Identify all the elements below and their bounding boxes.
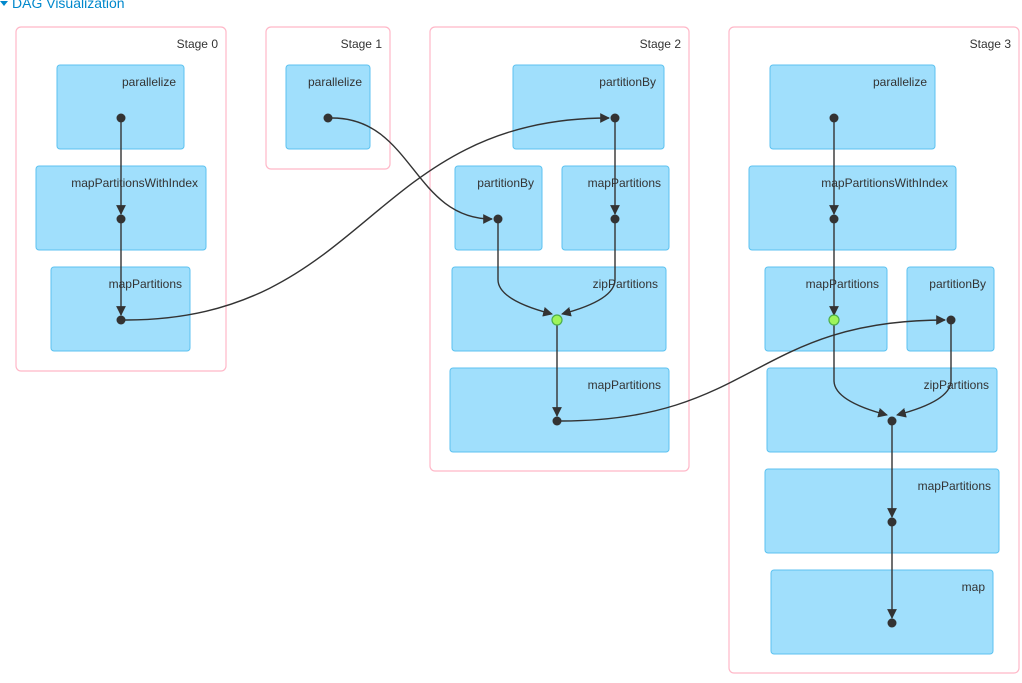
- operation-box[interactable]: [285, 64, 371, 150]
- operation-label: mapPartitions: [918, 479, 991, 493]
- operation-node[interactable]: partitionBy: [512, 64, 665, 150]
- operation-box[interactable]: [764, 468, 1000, 554]
- rdd-dot[interactable]: [116, 214, 126, 224]
- operation-node[interactable]: mapPartitions: [764, 468, 1000, 554]
- dependency-edge: [561, 223, 616, 317]
- stage-label: Stage 2: [640, 37, 682, 51]
- rdd-dot[interactable]: [610, 113, 620, 123]
- stage-3[interactable]: Stage 3 parallelize mapPartitionsWithIndex…: [728, 26, 1020, 674]
- operation-node[interactable]: partitionBy: [454, 165, 543, 251]
- operation-node[interactable]: mapPartitions: [449, 367, 670, 453]
- rdd-dot[interactable]: [887, 618, 897, 628]
- operation-label: zipPartitions: [593, 277, 658, 291]
- operation-box[interactable]: [512, 64, 665, 150]
- cached-rdd-dot[interactable]: [828, 314, 840, 326]
- rdd-dot[interactable]: [493, 214, 503, 224]
- dependency-edge: [560, 315, 946, 422]
- operation-label: partitionBy: [599, 75, 656, 89]
- operation-box[interactable]: [770, 569, 994, 655]
- operation-node[interactable]: partitionBy: [906, 266, 995, 352]
- stage-label: Stage 3: [970, 37, 1012, 51]
- operation-label: partitionBy: [929, 277, 986, 291]
- operation-label: zipPartitions: [924, 378, 989, 392]
- operation-label: mapPartitions: [588, 176, 661, 190]
- operation-label: map: [962, 580, 986, 594]
- operation-node[interactable]: mapPartitions: [764, 266, 888, 352]
- rdd-dot[interactable]: [116, 113, 126, 123]
- caret-down-icon: [0, 0, 8, 6]
- dependency-edge: [331, 117, 493, 224]
- stage-label: Stage 0: [177, 37, 219, 51]
- rdd-dot[interactable]: [323, 113, 333, 123]
- rdd-dot[interactable]: [829, 113, 839, 123]
- rdd-dot[interactable]: [116, 315, 126, 325]
- section-title: DAG Visualization: [12, 0, 125, 11]
- operation-label: mapPartitionsWithIndex: [821, 176, 948, 190]
- dependency-edge: [833, 324, 888, 418]
- operation-node[interactable]: mapPartitionsWithIndex: [748, 165, 957, 251]
- operation-label: parallelize: [122, 75, 176, 89]
- stage-label: Stage 1: [341, 37, 383, 51]
- operation-box[interactable]: [748, 165, 957, 251]
- operation-label: partitionBy: [477, 176, 534, 190]
- operation-label: parallelize: [308, 75, 362, 89]
- dependency-edge: [497, 223, 553, 317]
- rdd-dot[interactable]: [552, 416, 562, 426]
- rdd-dot[interactable]: [946, 315, 956, 325]
- operation-node[interactable]: zipPartitions: [451, 266, 667, 352]
- operation-label: parallelize: [873, 75, 927, 89]
- operation-box[interactable]: [769, 64, 936, 150]
- operation-box[interactable]: [764, 266, 888, 352]
- rdd-dot[interactable]: [829, 214, 839, 224]
- rdd-dot[interactable]: [887, 416, 897, 426]
- stage-1[interactable]: Stage 1 parallelize: [265, 26, 391, 170]
- rdd-dot[interactable]: [887, 517, 897, 527]
- operation-node[interactable]: zipPartitions: [766, 367, 998, 453]
- dependency-edge: [896, 324, 952, 418]
- operation-node[interactable]: parallelize: [56, 64, 185, 150]
- operation-node[interactable]: parallelize: [285, 64, 371, 150]
- dependency-edge: [124, 113, 610, 321]
- operation-label: mapPartitions: [109, 277, 182, 291]
- operation-node[interactable]: parallelize: [769, 64, 936, 150]
- operation-node[interactable]: map: [770, 569, 994, 655]
- operation-label: mapPartitionsWithIndex: [71, 176, 198, 190]
- operation-label: mapPartitions: [806, 277, 879, 291]
- operation-label: mapPartitions: [588, 378, 661, 392]
- cached-rdd-dot[interactable]: [551, 314, 563, 326]
- rdd-dot[interactable]: [610, 214, 620, 224]
- stage-2[interactable]: Stage 2 partitionBy partitionBy mapPartitio…: [429, 26, 690, 472]
- dag-visualization-toggle[interactable]: DAG Visualization: [0, 0, 125, 12]
